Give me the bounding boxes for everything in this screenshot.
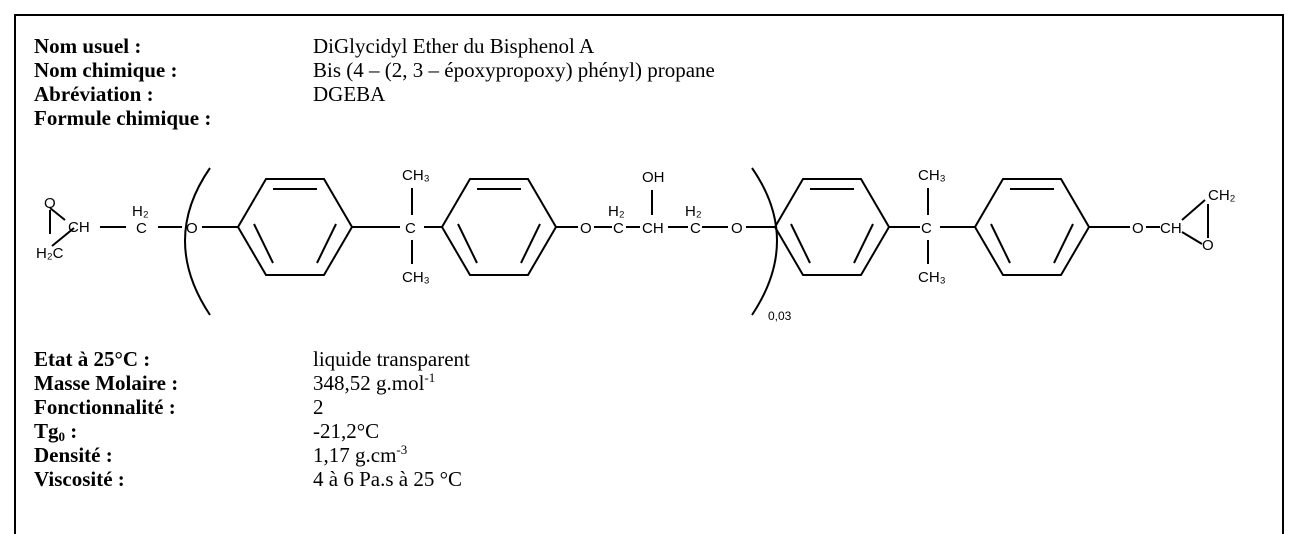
atom-c: C [921,220,932,237]
value: -21,2°C [313,419,380,443]
repeat-subscript: 0,03 [768,309,792,323]
atom-oh: OH [642,169,665,186]
atom-ch2: CH₂ [1208,187,1236,204]
label: Nom usuel : [34,34,142,58]
atom-ch3: CH₃ [402,167,430,184]
label: Etat à 25°C : [34,347,151,371]
atom-c: C [613,220,624,237]
atom-h2: H₂ [685,203,702,220]
value: 1,17 g.cm-3 [313,442,408,470]
exponent: -1 [424,370,436,385]
value-text: 348,52 g.mol [313,371,425,395]
value: 2 [313,395,324,419]
value: 4 à 6 Pa.s à 25 °C [313,467,462,491]
atom-h2c: H₂C [36,245,64,262]
value: DGEBA [313,82,386,106]
value-text: 1,17 g.cm [313,443,397,467]
atom-ch3: CH₃ [402,269,430,286]
atom-o: O [580,220,592,237]
label: Abréviation : [34,82,154,106]
atom-h2: H₂ [132,203,149,220]
atom-o: O [731,220,743,237]
atom-o: O [44,195,56,212]
label: Tg0 : [34,419,77,446]
value: DiGlycidyl Ether du Bisphenol A [313,34,595,58]
atom-ch3: CH₃ [918,269,946,286]
atom-o: O [1202,237,1214,254]
atom-c: C [690,220,701,237]
label-subscript: 0 [58,429,66,444]
atom-ch: CH [68,219,90,236]
atom-h2: H₂ [608,203,625,220]
datasheet-frame [14,14,1284,534]
label: Viscosité : [34,467,125,491]
value: 348,52 g.mol-1 [313,370,436,398]
chemical-structure: O CH H₂C H₂ C O CH₃ C CH₃ O H₂ C OH CH H… [36,167,1236,323]
value: Bis (4 – (2, 3 – époxypropoxy) phényl) p… [313,58,715,82]
label: Densité : [34,443,113,467]
atom-ch: CH [1160,220,1182,237]
exponent: -3 [396,442,408,457]
atom-o: O [1132,220,1144,237]
label: Nom chimique : [34,58,178,82]
label: Fonctionnalité : [34,395,176,419]
label-text: Tg [34,419,59,443]
atom-c: C [405,220,416,237]
atom-c: C [136,220,147,237]
value: liquide transparent [313,347,470,371]
label: Masse Molaire : [34,371,179,395]
atom-ch3: CH₃ [918,167,946,184]
label: Formule chimique : [34,106,212,130]
atom-o: O [186,220,198,237]
label-colon: : [65,419,78,443]
atom-ch: CH [642,220,664,237]
